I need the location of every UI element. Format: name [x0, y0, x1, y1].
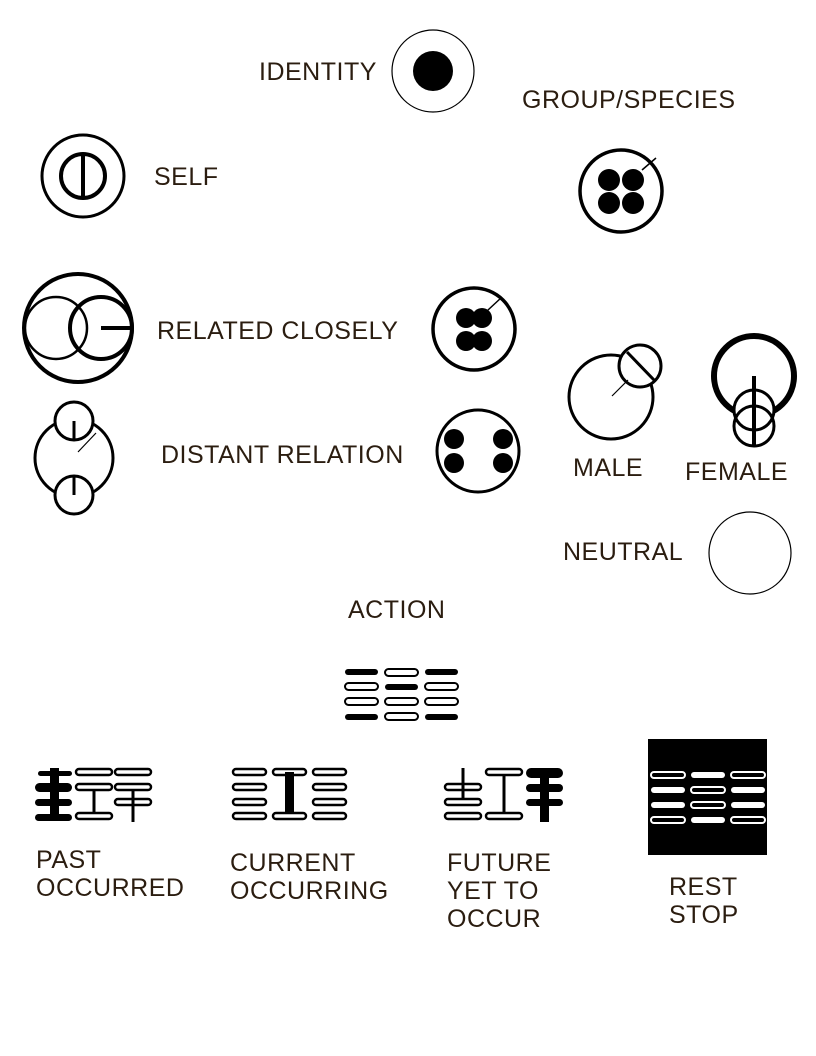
current-label-line2: OCCURRING — [230, 877, 389, 905]
current-label-line1: CURRENT — [230, 849, 356, 877]
action-symbol — [344, 668, 459, 721]
past-label-line2: OCCURRED — [36, 874, 185, 902]
future-label-line1: FUTURE — [447, 849, 552, 877]
rest-label-line1: REST — [669, 873, 738, 901]
action-label: ACTION — [348, 596, 446, 624]
distant-relation-symbol — [33, 400, 115, 516]
female-label: FEMALE — [685, 458, 789, 486]
future-label: FUTURE YET TO OCCUR — [447, 849, 551, 933]
current-symbol — [231, 767, 348, 821]
neutral-symbol — [708, 511, 792, 595]
past-label-line1: PAST — [36, 846, 102, 874]
group-species-label: GROUP/SPECIES — [522, 86, 736, 114]
identity-symbol — [391, 29, 475, 113]
male-symbol — [567, 343, 663, 441]
future-symbol — [443, 767, 563, 822]
future-label-line2: YET TO — [447, 877, 539, 905]
future-label-line3: OCCUR — [447, 905, 542, 933]
self-symbol — [40, 133, 126, 219]
group-species-symbol — [578, 148, 664, 234]
female-symbol — [711, 333, 797, 448]
distant-relation-label: DISTANT RELATION — [161, 441, 404, 469]
neutral-label: NEUTRAL — [563, 538, 684, 566]
related-closely-group-symbol — [431, 286, 517, 372]
related-closely-label: RELATED CLOSELY — [157, 317, 399, 345]
rest-label: REST STOP — [669, 873, 739, 929]
current-label: CURRENT OCCURRING — [230, 849, 389, 905]
rest-label-line2: STOP — [669, 901, 739, 929]
rest-symbol — [648, 739, 767, 855]
past-label: PAST OCCURRED — [36, 846, 184, 902]
male-label: MALE — [573, 454, 644, 482]
related-closely-symbol — [22, 272, 134, 384]
identity-label: IDENTITY — [259, 58, 377, 86]
distant-relation-group-symbol — [435, 408, 521, 494]
past-symbol — [35, 767, 153, 822]
self-label: SELF — [154, 163, 219, 191]
